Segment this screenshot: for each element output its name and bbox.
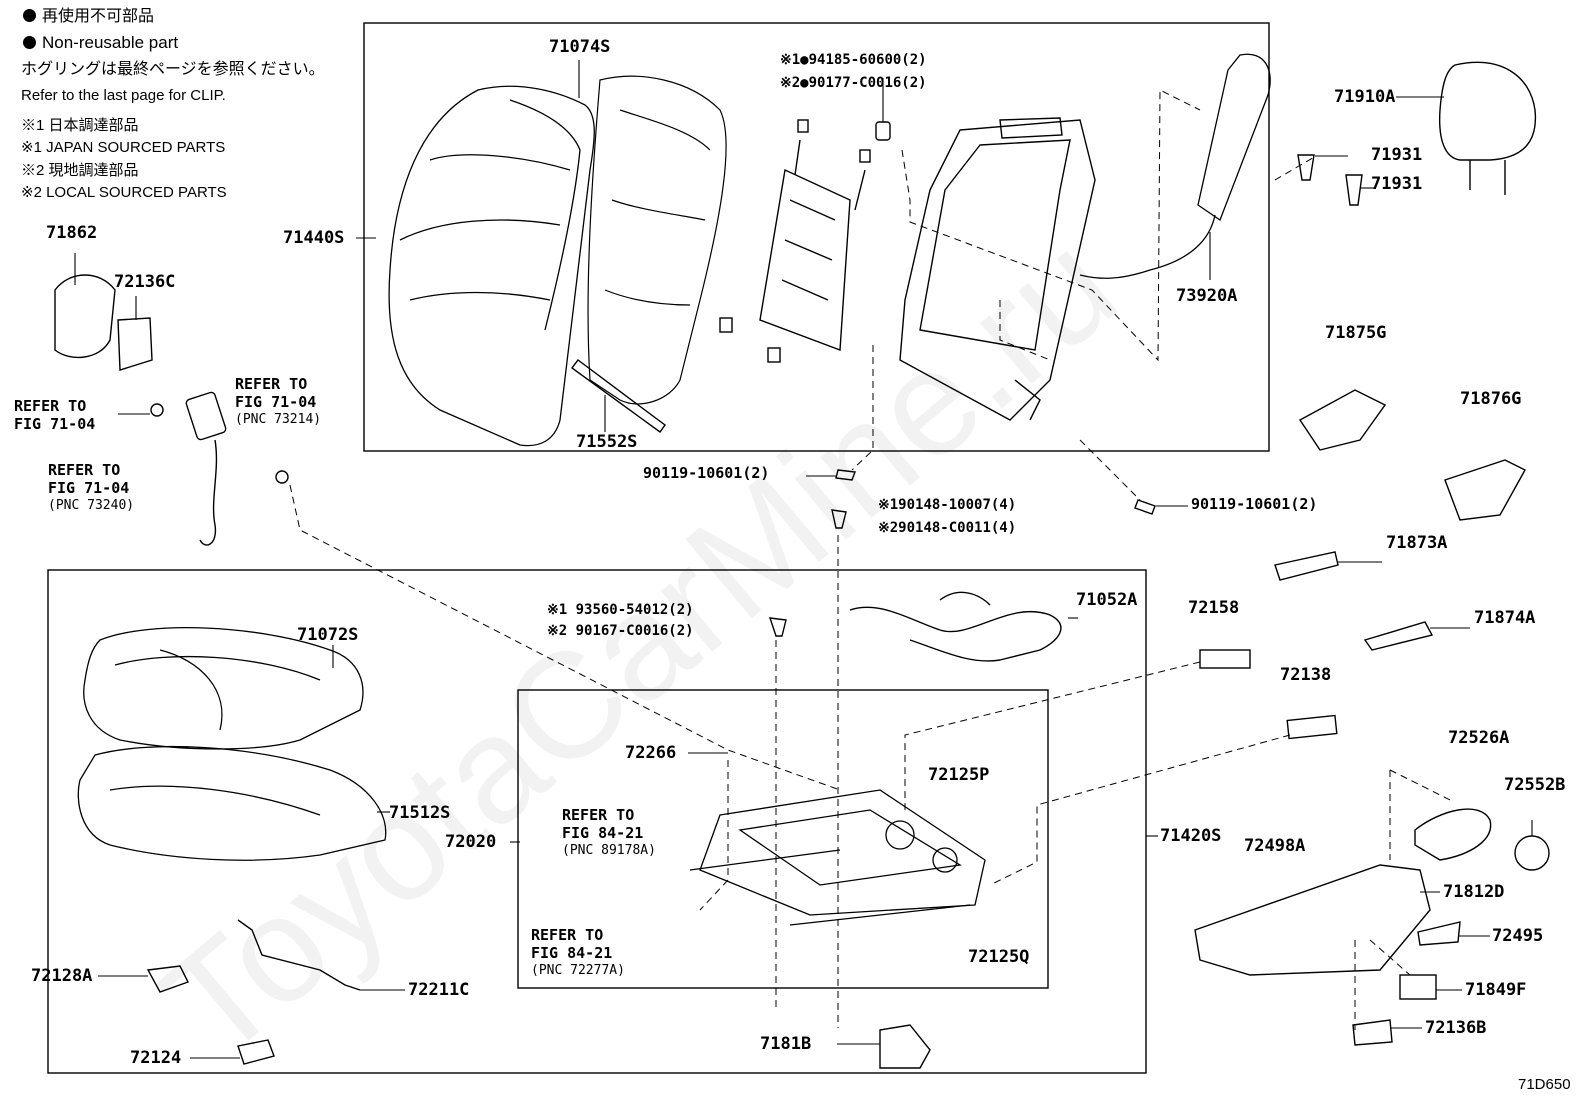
refer-block-73214[interactable]: REFER TO FIG 71-04 (PNC 73214) (235, 375, 322, 427)
adjuster-group-box (517, 689, 1049, 989)
part-label-72136B[interactable]: 72136B (1425, 1018, 1487, 1038)
note-nonreusable-jp: 再使用不可部品 (23, 7, 154, 27)
part-label-71873A[interactable]: 71873A (1386, 533, 1448, 553)
refer-block-73240[interactable]: REFER TO FIG 71-04 (PNC 73240) (48, 461, 135, 513)
part-71876G-drawing (1444, 459, 1526, 521)
clip-72128A-drawing (146, 965, 189, 993)
part-label-72158[interactable]: 72158 (1188, 598, 1240, 618)
seatback-group-box (363, 22, 1270, 452)
part-label-71440S[interactable]: 71440S (283, 228, 345, 248)
part-label-7181B[interactable]: 7181B (760, 1034, 812, 1054)
cap-72552B-drawing (1514, 835, 1550, 871)
seatback-cover-drawing (388, 85, 595, 447)
part-label-72020[interactable]: 72020 (445, 832, 497, 852)
refer-block-buckle[interactable]: REFER TO FIG 71-04 (14, 397, 96, 433)
seatback-pad-drawing (587, 75, 727, 405)
refer-block-72277A[interactable]: REFER TO FIG 84-21 (PNC 72277A) (531, 926, 625, 978)
part-72138-drawing (1286, 714, 1338, 740)
note-japan-en: ※1 JAPAN SOURCED PARTS (21, 139, 226, 156)
part-72495-drawing (1417, 921, 1461, 946)
cushion-group-box (47, 569, 1147, 1074)
part-label-72128A[interactable]: 72128A (31, 966, 93, 986)
guides-71931-drawing (1297, 154, 1363, 206)
cushion-pad-71512S-drawing (77, 745, 387, 861)
cushion-cover-71072S-drawing (83, 627, 364, 750)
part-label-90119-left[interactable]: 90119-10601(2) (643, 464, 770, 482)
note-local-en: ※2 LOCAL SOURCED PARTS (21, 184, 227, 201)
part-label-93560[interactable]: ※1 93560-54012(2) (547, 602, 694, 618)
bracket-7181B-drawing (879, 1024, 931, 1069)
filled-dot-icon (23, 36, 36, 49)
refer-block-89178A[interactable]: REFER TO FIG 84-21 (PNC 89178A) (562, 806, 656, 858)
seatback-frame-drawing (899, 117, 1096, 421)
part-label-72211C[interactable]: 72211C (408, 980, 470, 1000)
note-japan-jp: ※1 日本調達部品 (21, 117, 139, 134)
part-label-71875G[interactable]: 71875G (1325, 323, 1387, 343)
part-71849F-drawing (1399, 974, 1437, 1000)
part-label-71874A[interactable]: 71874A (1474, 608, 1536, 628)
lumbar-bracket-drawing (719, 119, 871, 363)
part-label-71931-b[interactable]: 71931 (1371, 174, 1423, 194)
clip-90177-drawing (875, 121, 891, 141)
headrest-71910A-drawing (1438, 61, 1537, 195)
part-label-72138[interactable]: 72138 (1280, 665, 1332, 685)
part-label-90148-1[interactable]: ※190148-10007(4) (878, 497, 1017, 513)
part-71874A-drawing (1363, 621, 1434, 651)
part-label-72124[interactable]: 72124 (130, 1048, 182, 1068)
part-label-71862[interactable]: 71862 (46, 223, 98, 243)
board-71552S-drawing (571, 359, 666, 433)
note-local-jp: ※2 現地調達部品 (21, 162, 139, 179)
seat-adjuster-72020-drawing (689, 789, 986, 926)
part-label-72526A[interactable]: 72526A (1448, 728, 1510, 748)
part-label-72495[interactable]: 72495 (1492, 926, 1544, 946)
part-label-72136C[interactable]: 72136C (114, 272, 176, 292)
part-72136B-drawing (1352, 1019, 1393, 1046)
part-label-72266[interactable]: 72266 (625, 743, 677, 763)
part-label-73920A[interactable]: 73920A (1176, 286, 1238, 306)
part-label-71812D[interactable]: 71812D (1443, 882, 1505, 902)
bolt-90119-right-drawing (1134, 499, 1156, 515)
covers-71862-72136C-drawing (54, 274, 153, 371)
part-label-90148-2[interactable]: ※290148-C0011(4) (878, 520, 1017, 536)
note-clip-en: Refer to the last page for CLIP. (21, 87, 226, 104)
part-label-72498A[interactable]: 72498A (1244, 836, 1306, 856)
part-label-71072S[interactable]: 71072S (297, 625, 359, 645)
wire-harness-71052A-drawing (849, 591, 1062, 662)
airbag-73920A-drawing (1079, 53, 1271, 279)
part-71875G-drawing (1298, 389, 1387, 451)
clip-72124-drawing (237, 1039, 275, 1065)
part-label-90177[interactable]: ※2●90177-C0016(2) (780, 75, 927, 91)
shield-71812D-drawing (1194, 864, 1431, 976)
note-nonreusable-en: Non-reusable part (23, 33, 178, 53)
part-label-72125Q[interactable]: 72125Q (968, 947, 1030, 967)
knob-72526A-drawing (1414, 808, 1492, 861)
part-label-71849F[interactable]: 71849F (1465, 980, 1527, 1000)
part-label-71052A[interactable]: 71052A (1076, 590, 1138, 610)
part-label-71910A[interactable]: 71910A (1334, 87, 1396, 107)
part-label-72125P[interactable]: 72125P (928, 765, 990, 785)
part-72158-drawing (1199, 649, 1251, 669)
part-label-71512S[interactable]: 71512S (389, 803, 451, 823)
part-label-71074S[interactable]: 71074S (549, 37, 611, 57)
part-label-71552S[interactable]: 71552S (576, 432, 638, 452)
note-clip-jp: ホグリングは最終ページを参照ください。 (21, 61, 325, 78)
bolt-90148-drawing (831, 509, 847, 529)
belt-buckle-drawing (150, 391, 289, 546)
part-label-72552B[interactable]: 72552B (1504, 775, 1566, 795)
part-label-71876G[interactable]: 71876G (1460, 389, 1522, 409)
bolt-90119-left-drawing (835, 469, 856, 481)
rod-72211C-drawing (237, 919, 361, 991)
part-71873A-drawing (1274, 551, 1339, 581)
figure-code: 71D650 (1518, 1076, 1571, 1093)
filled-dot-icon (23, 9, 36, 22)
part-label-71931-a[interactable]: 71931 (1371, 145, 1423, 165)
part-label-94185[interactable]: ※1●94185-60600(2) (780, 52, 927, 68)
part-label-71420S[interactable]: 71420S (1160, 826, 1222, 846)
bolt-93560-drawing (768, 617, 787, 637)
part-label-90167[interactable]: ※2 90167-C0016(2) (547, 623, 694, 639)
part-label-90119-right[interactable]: 90119-10601(2) (1191, 495, 1318, 513)
